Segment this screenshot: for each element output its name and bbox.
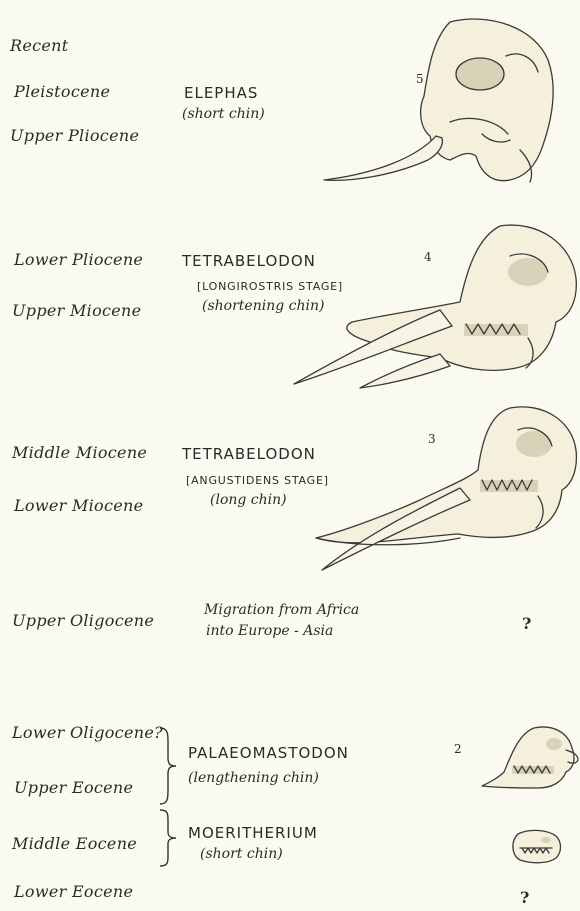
epoch-lower-pliocene: Lower Pliocene	[14, 250, 143, 269]
epoch-lower-eocene: Lower Eocene	[14, 882, 133, 901]
brace-moeritherium	[158, 808, 178, 868]
genus-moeritherium: MOERITHERIUM	[188, 824, 318, 842]
palaeomastodon-skull-icon	[478, 722, 580, 794]
note-elephas: (short chin)	[182, 106, 265, 122]
epoch-upper-eocene: Upper Eocene	[14, 778, 133, 797]
brace-palaeomastodon	[158, 726, 178, 806]
epoch-pleistocene: Pleistocene	[14, 82, 110, 101]
question-mark-oligocene: ?	[522, 614, 531, 633]
epoch-upper-pliocene: Upper Pliocene	[10, 126, 139, 145]
moeritherium-skull-icon	[508, 826, 564, 868]
epoch-recent: Recent	[10, 36, 68, 55]
epoch-upper-miocene: Upper Miocene	[12, 301, 141, 320]
genus-palaeomastodon: PALAEOMASTODON	[188, 744, 349, 762]
migration-note-line1: Migration from Africa	[204, 602, 359, 618]
note-tetrabelodon-3: (long chin)	[210, 492, 287, 508]
number-2: 2	[454, 742, 462, 756]
epoch-middle-eocene: Middle Eocene	[12, 834, 137, 853]
note-palaeomastodon: (lengthening chin)	[188, 770, 319, 786]
elephas-skull-icon	[320, 10, 570, 190]
epoch-upper-oligocene: Upper Oligocene	[12, 611, 154, 630]
note-moeritherium: (short chin)	[200, 846, 283, 862]
epoch-lower-oligocene: Lower Oligocene?	[12, 723, 163, 742]
tetrabelodon-longirostris-skull-icon	[290, 218, 580, 393]
genus-tetrabelodon-3: TETRABELODON	[182, 445, 316, 463]
genus-elephas: ELEPHAS	[184, 84, 258, 102]
stage-angustidens: [ANGUSTIDENS STAGE]	[186, 474, 329, 487]
tetrabelodon-angustidens-skull-icon	[310, 400, 578, 578]
migration-note-line2: into Europe - Asia	[206, 623, 333, 639]
question-mark-lower-eocene: ?	[520, 888, 529, 907]
epoch-lower-miocene: Lower Miocene	[14, 496, 143, 515]
epoch-middle-miocene: Middle Miocene	[12, 443, 147, 462]
